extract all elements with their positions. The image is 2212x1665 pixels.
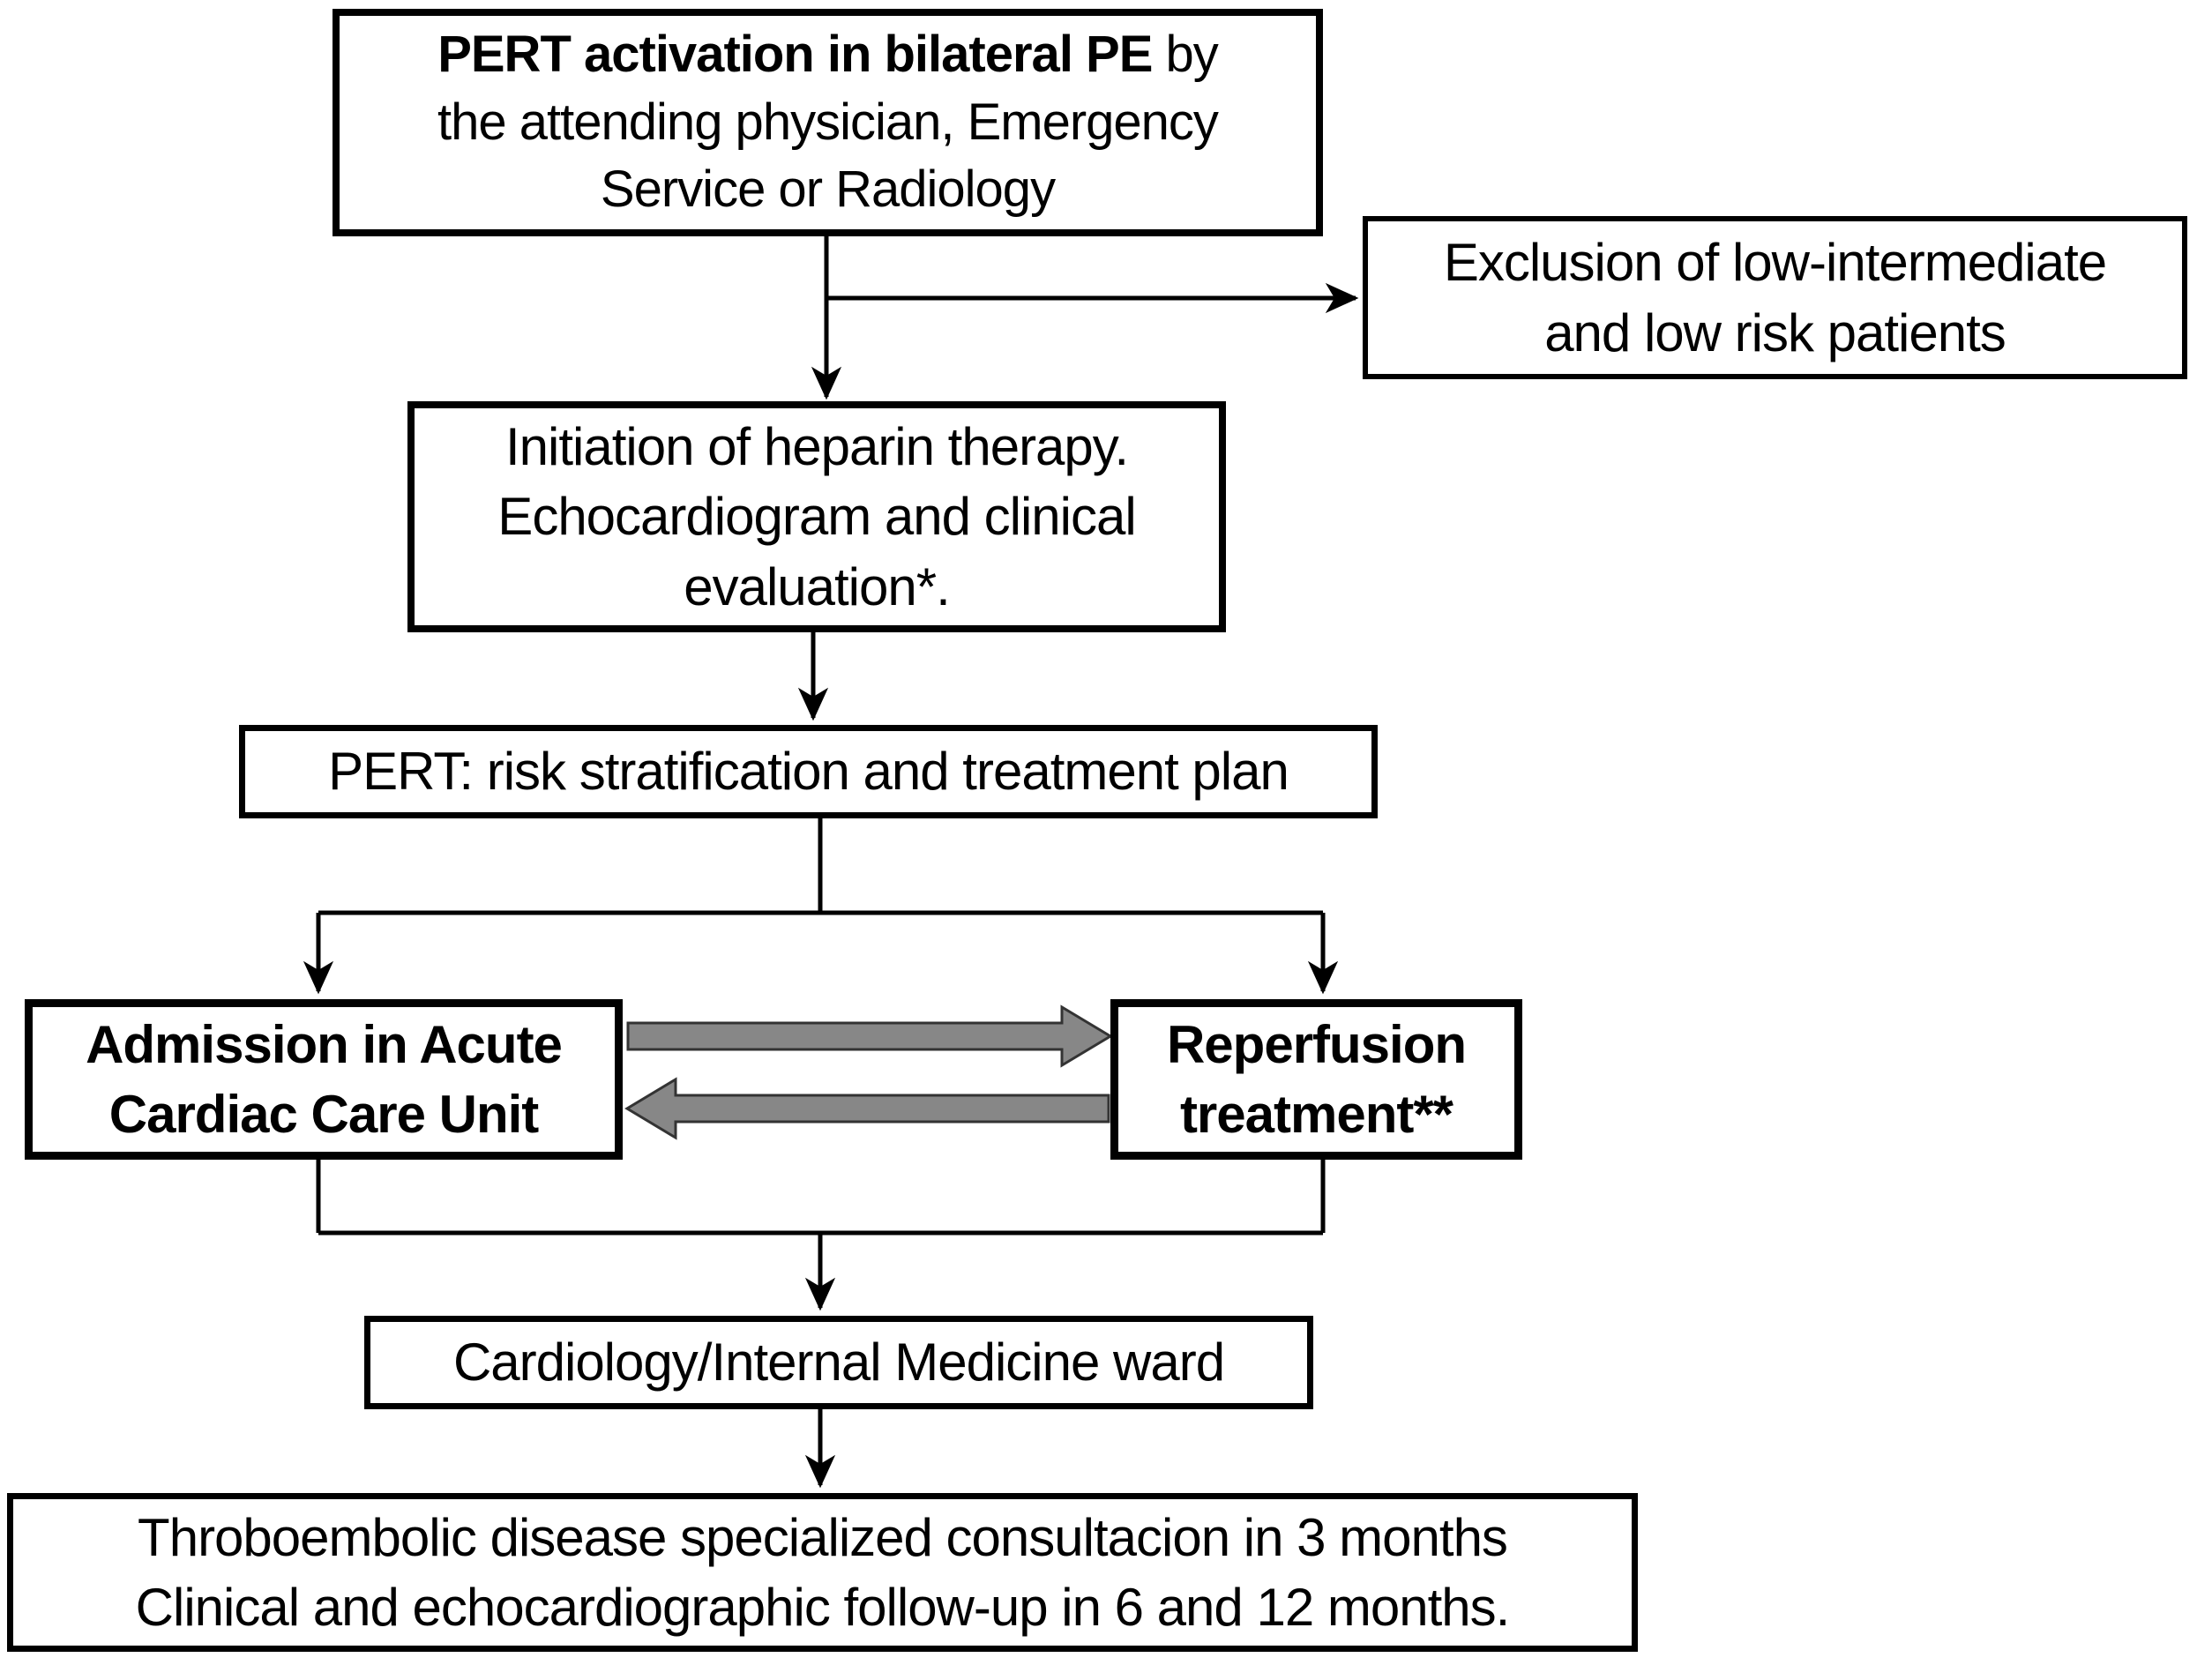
- node-text-bold: PERT activation in bilateral PE: [437, 26, 1153, 84]
- merge-line-before-ward: [316, 1158, 1326, 1236]
- node-text-line: evaluation*.: [684, 556, 951, 616]
- node-text-line: PERT activation in bilateral PE by: [437, 21, 1219, 89]
- node-text-line: Cardiology/Internal Medicine ward: [452, 1333, 1225, 1392]
- node-text: by: [1152, 26, 1219, 84]
- node-text-line: Exclusion of low-intermediate: [1443, 233, 2107, 293]
- block-arrow-admission-to-reperfusion: [626, 1004, 1113, 1068]
- node-text-line: Echocardiogram and clinical: [497, 487, 1136, 547]
- node-heparin-initiation: Initiation of heparin therapy. Echocardi…: [407, 401, 1226, 632]
- node-text-line: Cardiac Care Unit: [108, 1085, 539, 1144]
- node-text-line: Clinical and echocardiographic follow-up…: [135, 1578, 1511, 1637]
- node-pert-activation: PERT activation in bilateral PE by the a…: [333, 9, 1323, 236]
- node-reperfusion-treatment: Reperfusion treatment**: [1110, 999, 1522, 1160]
- node-text-line: Reperfusion: [1166, 1014, 1467, 1074]
- node-acute-cardiac-care-admission: Admission in Acute Cardiac Care Unit: [25, 999, 623, 1160]
- node-text-line: and low risk patients: [1544, 302, 2006, 362]
- block-arrow-reperfusion-to-admission: [624, 1077, 1110, 1140]
- node-cardiology-ward: Cardiology/Internal Medicine ward: [364, 1316, 1313, 1409]
- node-exclusion: Exclusion of low-intermediate and low ri…: [1363, 216, 2187, 379]
- node-text-line: treatment**: [1179, 1085, 1453, 1144]
- split-line-after-pert: [318, 817, 1323, 915]
- node-text-line: Throboembolic disease specialized consul…: [138, 1507, 1508, 1567]
- node-pert-risk-stratification: PERT: risk stratification and treatment …: [239, 725, 1378, 818]
- node-text-line: Initiation of heparin therapy.: [504, 417, 1129, 477]
- node-followup-consultation: Throboembolic disease specialized consul…: [7, 1493, 1638, 1652]
- node-text-line: PERT: risk stratification and treatment …: [328, 742, 1289, 802]
- node-text-line: Service or Radiology: [600, 161, 1056, 219]
- node-text-line: the attending physician, Emergency: [437, 93, 1219, 151]
- node-text-line: Admission in Acute: [86, 1014, 563, 1074]
